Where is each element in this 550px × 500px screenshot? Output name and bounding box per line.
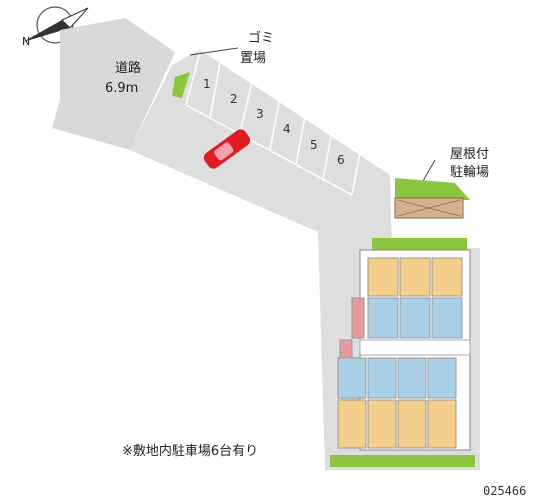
property-code: 025466: [483, 484, 526, 498]
stall-4-label: 4: [283, 122, 291, 136]
compass-north-label: N: [22, 35, 30, 48]
compass: N: [22, 6, 89, 48]
stall-5-label: 5: [310, 138, 318, 152]
greenery-bike-area: [395, 178, 470, 200]
road-width-label: 6.9m: [105, 81, 138, 96]
parking-note: ※敷地内駐車場6台有り: [122, 443, 258, 459]
greenery-top-hedge: [372, 238, 467, 250]
stairs-upper: [351, 297, 365, 339]
stall-2-label: 2: [230, 92, 238, 106]
garbage-leader-line: [189, 47, 239, 56]
stall-1-label: 1: [203, 77, 211, 91]
bicycle-label-line2: 駐輪場: [450, 164, 489, 180]
garbage-label-line2: 置場: [240, 51, 266, 66]
stall-3-label: 3: [256, 107, 264, 121]
bicycle-label-line1: 屋根付: [450, 147, 489, 162]
stall-6-label: 6: [337, 153, 345, 167]
garbage-label-line1: ゴミ: [248, 30, 274, 46]
road-area-main: [60, 18, 175, 150]
greenery-corner: [172, 72, 190, 98]
lower-units: [337, 357, 457, 449]
compass-needle-icon: [23, 20, 70, 42]
greenery-bottom-hedge: [330, 455, 475, 467]
road-name-label: 道路: [115, 60, 141, 76]
compass-needle-tail-icon: [61, 7, 89, 29]
corridor: [359, 339, 471, 356]
car-icon: [203, 129, 251, 169]
upper-units: [367, 257, 463, 339]
stairs-lower: [339, 339, 353, 359]
parking-lot-area: [130, 50, 392, 250]
parking-stall-lines: [185, 51, 363, 196]
